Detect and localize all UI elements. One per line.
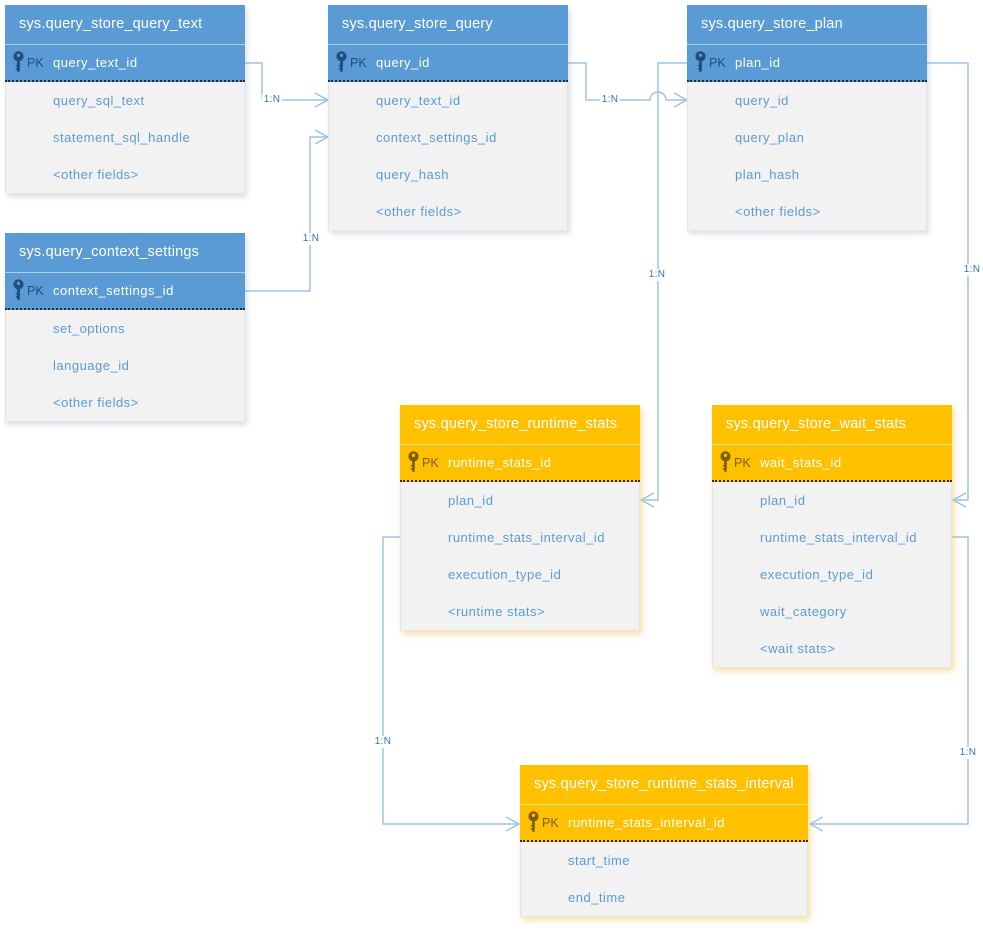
primary-key-icon (408, 451, 419, 473)
pk-row: PK query_id (328, 44, 568, 82)
pk-label: PK (27, 55, 44, 70)
table-title: sys.query_store_query_text (5, 5, 245, 44)
field-row: runtime_stats_interval_id (760, 530, 918, 545)
pk-field-name: plan_id (735, 55, 781, 70)
relationship-label: 1:N (957, 747, 979, 759)
field-list: plan_id runtime_stats_interval_id execut… (712, 482, 952, 668)
pk-label: PK (422, 455, 439, 470)
field-row: statement_sql_handle (53, 130, 191, 145)
entity-query-store-query-text: sys.query_store_query_text PK query_text… (5, 5, 245, 194)
pk-field-name: runtime_stats_interval_id (568, 815, 726, 830)
connector-contextsettings-to-query (245, 136, 327, 292)
primary-key-icon (13, 51, 24, 73)
table-title: sys.query_store_query (328, 5, 568, 44)
entity-query-store-runtime-stats-interval: sys.query_store_runtime_stats_interval P… (520, 765, 808, 917)
relationship-label: 1:N (261, 94, 283, 106)
field-row: <wait stats> (760, 641, 836, 656)
table-title: sys.query_store_wait_stats (712, 405, 952, 444)
entity-query-context-settings: sys.query_context_settings PK context_se… (5, 233, 245, 422)
field-row: <other fields> (735, 204, 821, 219)
field-row: end_time (568, 890, 626, 905)
primary-key-icon (13, 279, 24, 301)
connector-query-to-plan (568, 62, 685, 101)
field-list: set_options language_id <other fields> (5, 310, 245, 422)
relationship-label: 1:N (646, 269, 668, 281)
relationship-label: 1:N (961, 264, 983, 276)
field-row: wait_category (760, 604, 847, 619)
arrowhead-icon (951, 492, 967, 508)
arrowhead-icon (639, 492, 655, 508)
pk-row: PK runtime_stats_id (400, 444, 640, 482)
pk-label: PK (734, 455, 751, 470)
pk-row: PK runtime_stats_interval_id (520, 804, 808, 842)
field-row: <other fields> (53, 395, 139, 410)
field-row: plan_id (448, 493, 494, 508)
table-title: sys.query_store_runtime_stats (400, 405, 640, 444)
field-row: execution_type_id (448, 567, 562, 582)
field-row: set_options (53, 321, 125, 336)
arrowhead-icon (314, 129, 330, 145)
pk-field-name: runtime_stats_id (448, 455, 552, 470)
table-title: sys.query_store_plan (687, 5, 927, 44)
pk-label: PK (709, 55, 726, 70)
pk-row: PK wait_stats_id (712, 444, 952, 482)
pk-label: PK (350, 55, 367, 70)
pk-row: PK context_settings_id (5, 272, 245, 310)
field-row: <runtime stats> (448, 604, 546, 619)
field-list: start_time end_time (520, 842, 808, 917)
connector-querytext-to-query (245, 62, 327, 101)
field-row: execution_type_id (760, 567, 874, 582)
pk-field-name: query_text_id (53, 55, 138, 70)
field-row: language_id (53, 358, 130, 373)
pk-field-name: wait_stats_id (760, 455, 842, 470)
field-row: query_id (735, 93, 789, 108)
entity-query-store-runtime-stats: sys.query_store_runtime_stats PK runtime… (400, 405, 640, 631)
table-title: sys.query_context_settings (5, 233, 245, 272)
entity-query-store-wait-stats: sys.query_store_wait_stats PK wait_stats… (712, 405, 952, 668)
table-title: sys.query_store_runtime_stats_interval (520, 765, 808, 804)
field-row: context_settings_id (376, 130, 497, 145)
arrowhead-icon (673, 92, 689, 108)
field-row: start_time (568, 853, 631, 868)
field-row: plan_id (760, 493, 806, 508)
pk-row: PK plan_id (687, 44, 927, 82)
entity-query-store-plan: sys.query_store_plan PK plan_id query_id… (687, 5, 927, 231)
field-row: <other fields> (53, 167, 139, 182)
primary-key-icon (528, 811, 539, 833)
pk-field-name: query_id (376, 55, 430, 70)
field-list: plan_id runtime_stats_interval_id execut… (400, 482, 640, 631)
field-row: query_plan (735, 130, 805, 145)
relationship-label: 1:N (599, 94, 621, 106)
arrowhead-icon (505, 816, 521, 832)
field-row: query_text_id (376, 93, 461, 108)
connector-plan-to-runtimestats (643, 62, 687, 501)
arrowhead-icon (314, 92, 330, 108)
field-list: query_text_id context_settings_id query_… (328, 82, 568, 231)
primary-key-icon (720, 451, 731, 473)
field-row: query_hash (376, 167, 449, 182)
field-list: query_id query_plan plan_hash <other fie… (687, 82, 927, 231)
field-list: query_sql_text statement_sql_handle <oth… (5, 82, 245, 194)
field-row: <other fields> (376, 204, 462, 219)
primary-key-icon (336, 51, 347, 73)
field-row: plan_hash (735, 167, 800, 182)
pk-label: PK (542, 815, 559, 830)
field-row: query_sql_text (53, 93, 145, 108)
pk-row: PK query_text_id (5, 44, 245, 82)
arrowhead-icon (808, 816, 824, 832)
relationship-label: 1:N (300, 233, 322, 245)
entity-query-store-query: sys.query_store_query PK query_id query_… (328, 5, 568, 231)
primary-key-icon (695, 51, 706, 73)
relationship-label: 1:N (372, 736, 394, 748)
field-row: runtime_stats_interval_id (448, 530, 606, 545)
pk-field-name: context_settings_id (53, 283, 174, 298)
pk-label: PK (27, 283, 44, 298)
